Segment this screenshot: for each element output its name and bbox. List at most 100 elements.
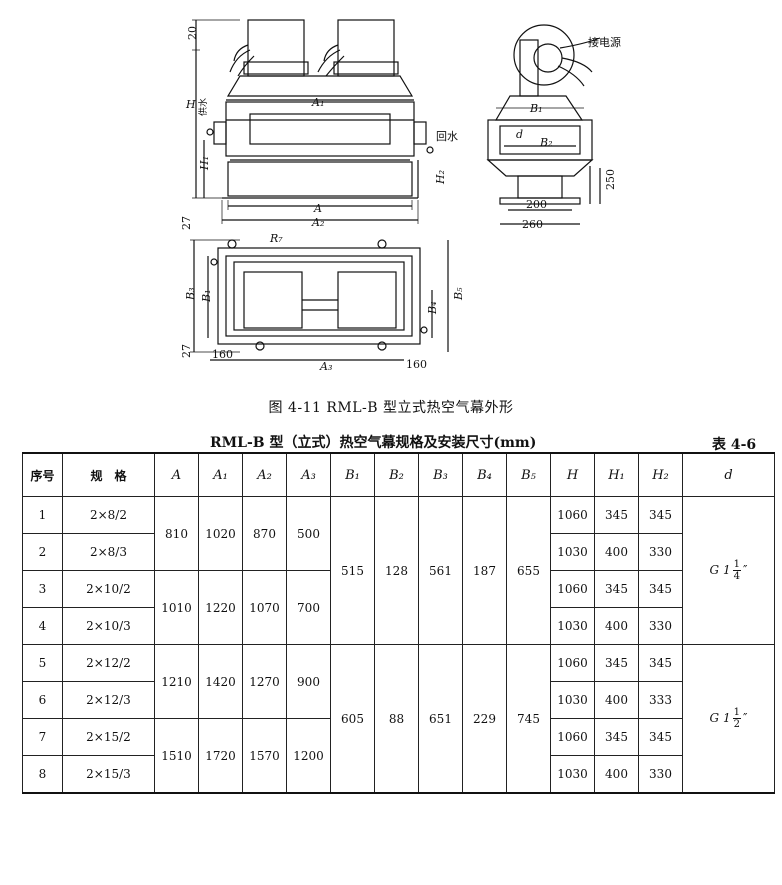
cell-B2: 88 (374, 644, 419, 794)
cell-A2: 870 (242, 496, 287, 571)
label-dim-160-right: 160 (406, 358, 427, 371)
label-dim-27-bottom: 27 (180, 344, 193, 358)
cell-H: 1030 (550, 755, 595, 794)
cell-A3: 700 (286, 570, 331, 645)
cell-B3: 561 (418, 496, 463, 645)
cell-no: 3 (22, 570, 63, 608)
cell-H: 1060 (550, 718, 595, 756)
label-dim-160-left: 160 (212, 348, 233, 361)
cell-A3: 900 (286, 644, 331, 719)
d-prefix: G 1 (709, 711, 731, 725)
header-A3: A₃ (286, 452, 331, 497)
d-numerator: 1 (732, 559, 741, 571)
table-header-row: 序号 规 格 A A₁ A₂ A₃ B₁ B₂ B₃ B₄ B₅ H H₁ H₂… (22, 452, 775, 497)
cell-H1: 345 (594, 496, 639, 534)
cell-B1: 515 (330, 496, 375, 645)
cell-no: 8 (22, 755, 63, 794)
cell-B5: 745 (506, 644, 551, 794)
label-A: A (313, 202, 322, 215)
label-dim-20: 20 (186, 26, 199, 40)
cell-no: 2 (22, 533, 63, 571)
cell-H2: 333 (638, 681, 683, 719)
cell-no: 5 (22, 644, 63, 682)
cell-spec: 2×10/3 (62, 607, 155, 645)
label-B5: B₅ (452, 287, 465, 301)
header-A: A (154, 452, 199, 497)
heater-box (225, 101, 415, 157)
label-B2: B₂ (539, 136, 553, 149)
header-H: H (550, 452, 595, 497)
cell-H: 1030 (550, 681, 595, 719)
d-suffix: ″ (742, 563, 748, 577)
cell-A: 810 (154, 496, 199, 571)
cell-A1: 1420 (198, 644, 243, 719)
table-row: 5 2×12/2 1210 1420 1270 900 605 88 651 2… (22, 644, 775, 794)
cell-A: 1510 (154, 718, 199, 794)
cell-H2: 345 (638, 496, 683, 534)
cell-B4: 187 (462, 496, 507, 645)
lower-box (227, 161, 413, 197)
table-row: 1 2×8/2 810 1020 870 500 515 128 561 187… (22, 496, 775, 645)
plan-frame-outer (217, 247, 421, 345)
hood-outline (226, 75, 414, 97)
cell-B1: 605 (330, 644, 375, 794)
header-B1: B₁ (330, 452, 375, 497)
cell-H: 1030 (550, 533, 595, 571)
label-B3: B₃ (184, 288, 197, 302)
table-row: 6 2×12/3 1030 400 333 (22, 681, 775, 719)
table-number: 表 4-6 (712, 437, 757, 453)
cell-spec: 2×15/2 (62, 718, 155, 756)
cell-A2: 1270 (242, 644, 287, 719)
cell-H1: 400 (594, 755, 639, 794)
header-H1: H₁ (594, 452, 639, 497)
cell-H1: 400 (594, 533, 639, 571)
table-row: 7 2×15/2 1510 1720 1570 1200 1060 345 34… (22, 718, 775, 794)
label-dim-260: 260 (522, 218, 543, 231)
cell-A2: 1070 (242, 570, 287, 645)
d-prefix: G 1 (709, 563, 731, 577)
cell-spec: 2×8/2 (62, 496, 155, 534)
cell-H1: 400 (594, 607, 639, 645)
spec-table: 序号 规 格 A A₁ A₂ A₃ B₁ B₂ B₃ B₄ B₅ H H₁ H₂… (22, 452, 775, 794)
cell-A1: 1720 (198, 718, 243, 794)
cell-H1: 345 (594, 718, 639, 756)
label-H1: H₁ (198, 156, 211, 171)
cell-H2: 345 (638, 644, 683, 682)
d-suffix: ″ (742, 711, 748, 725)
d-denominator: 2 (733, 719, 740, 730)
fan-housing (513, 24, 575, 86)
cell-H: 1060 (550, 496, 595, 534)
cell-no: 7 (22, 718, 63, 756)
motor-right (337, 19, 395, 77)
header-no: 序号 (22, 452, 63, 497)
cell-H: 1060 (550, 570, 595, 608)
cell-A3: 1200 (286, 718, 331, 794)
cell-B3: 651 (418, 644, 463, 794)
cell-A1: 1020 (198, 496, 243, 571)
cell-spec: 2×8/3 (62, 533, 155, 571)
cell-A: 1210 (154, 644, 199, 719)
label-gong-shui: 供水 (197, 98, 209, 116)
label-A1: A₁ (311, 96, 324, 109)
cell-spec: 2×12/2 (62, 644, 155, 682)
header-A2: A₂ (242, 452, 287, 497)
cell-spec: 2×10/2 (62, 570, 155, 608)
cell-H1: 345 (594, 644, 639, 682)
cell-A3: 500 (286, 496, 331, 571)
label-dim-200: 200 (526, 198, 547, 211)
cell-A2: 1570 (242, 718, 287, 794)
label-d: d (516, 128, 523, 141)
figure-caption: 图 4-11 RML-B 型立式热空气幕外形 (268, 400, 514, 416)
d-numerator: 1 (732, 707, 741, 719)
cell-H2: 330 (638, 533, 683, 571)
table-row: 8 2×15/3 1030 400 330 (22, 755, 775, 794)
label-H2: H₂ (434, 170, 447, 185)
cell-H: 1060 (550, 644, 595, 682)
cell-H2: 345 (638, 718, 683, 756)
label-B1-plan: B₁ (200, 290, 213, 304)
cell-B4: 229 (462, 644, 507, 794)
cell-H1: 400 (594, 681, 639, 719)
